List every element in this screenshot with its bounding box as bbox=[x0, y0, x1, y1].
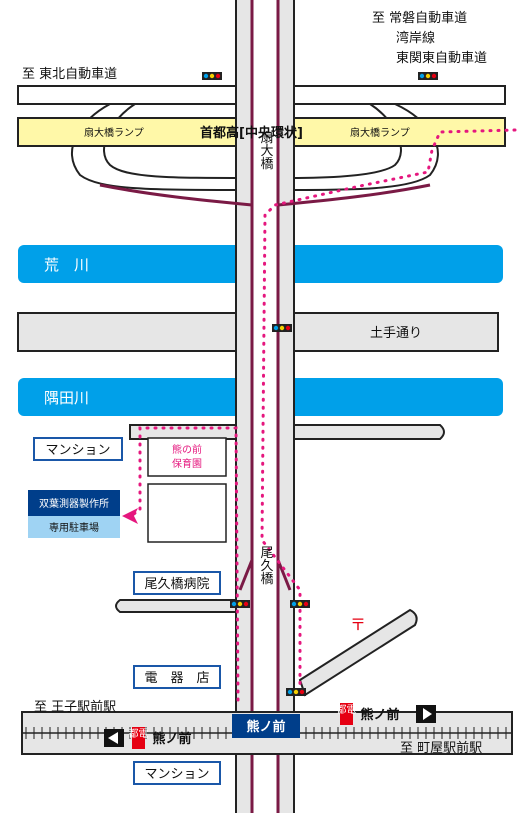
svg-text:都電: 都電 bbox=[337, 704, 357, 716]
svg-text:都電: 都電 bbox=[129, 728, 149, 740]
dest-higashi-kanto: 東関東自動車道 bbox=[396, 50, 487, 66]
pink-arrow-icon bbox=[122, 508, 138, 524]
traffic-light-icon bbox=[418, 72, 438, 80]
svg-text:マンション: マンション bbox=[45, 443, 110, 458]
svg-text:熊ノ前: 熊ノ前 bbox=[360, 707, 399, 723]
dest-tohoku: 至 東北自動車道 bbox=[22, 66, 117, 82]
dote-dori-label: 土手通り bbox=[370, 326, 422, 341]
svg-text:保育園: 保育園 bbox=[172, 457, 202, 470]
dest-oji: 至 王子駅前駅 bbox=[34, 699, 116, 715]
building-block bbox=[147, 483, 227, 543]
dest-machiya: 至 町屋駅前駅 bbox=[400, 740, 482, 756]
sumida-label: 隅田川 bbox=[44, 389, 89, 407]
ramp-right-label: 扇大橋ランプ bbox=[350, 126, 410, 139]
dest-joban: 至 常磐自動車道 bbox=[372, 11, 467, 26]
tram-stop-right: 都電 熊ノ前 bbox=[337, 703, 436, 725]
main-street bbox=[99, 0, 431, 813]
tram-station-label: 熊ノ前 bbox=[246, 719, 285, 735]
tram-station-box bbox=[232, 714, 300, 738]
building-nursery: 熊の前 保育園 bbox=[147, 437, 227, 477]
building-hospital: 尾久橋病院 bbox=[133, 571, 221, 595]
arrow-icon bbox=[108, 732, 118, 744]
svg-text:熊の前: 熊の前 bbox=[172, 443, 202, 456]
building-mansion-bottom: マンション bbox=[133, 761, 221, 785]
traffic-light-icon bbox=[202, 72, 222, 80]
traffic-light-icon bbox=[230, 600, 250, 608]
route-path-parking bbox=[130, 426, 240, 702]
building-company: 双葉測器製作所 bbox=[28, 490, 120, 516]
dest-wangan: 湾岸線 bbox=[396, 30, 435, 46]
svg-text:熊ノ前: 熊ノ前 bbox=[152, 731, 191, 747]
traffic-light-icon bbox=[286, 688, 306, 696]
expressway-name: 首都高[中央環状] bbox=[200, 125, 303, 141]
building-electric-shop: 電 器 店 bbox=[133, 665, 221, 689]
ramp-left-label: 扇大橋ランプ bbox=[84, 126, 144, 139]
arrow-icon bbox=[423, 708, 432, 720]
svg-text:電 器 店: 電 器 店 bbox=[144, 671, 209, 686]
post-office-icon: 〒 bbox=[350, 615, 366, 634]
ogi-bridge-label: 扇大橋 bbox=[258, 130, 274, 171]
svg-text:マンション: マンション bbox=[144, 767, 209, 782]
traffic-light-icon bbox=[290, 600, 310, 608]
svg-text:専用駐車場: 専用駐車場 bbox=[49, 521, 99, 534]
arakawa-label: 荒 川 bbox=[44, 256, 89, 274]
traffic-light-icon bbox=[272, 324, 292, 332]
svg-text:双葉測器製作所: 双葉測器製作所 bbox=[39, 497, 109, 510]
parking-lot: 専用駐車場 bbox=[28, 516, 120, 538]
tram-stop-left: 都電 熊ノ前 bbox=[104, 727, 192, 749]
oku-bridge-label: 尾久橋 bbox=[258, 546, 274, 586]
svg-text:尾久橋病院: 尾久橋病院 bbox=[144, 577, 209, 592]
building-mansion-top: マンション bbox=[33, 437, 123, 461]
